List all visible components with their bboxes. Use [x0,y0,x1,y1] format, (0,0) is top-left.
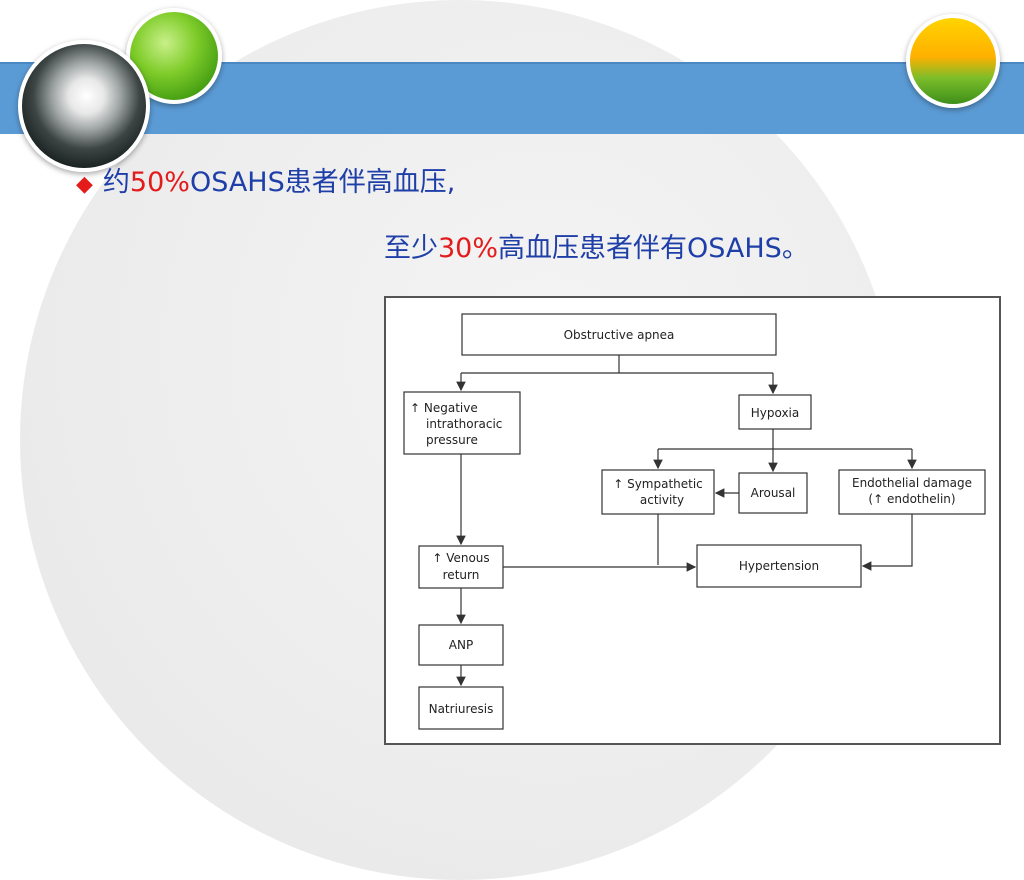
edge-apnea-split [461,355,773,374]
label-endothelial-1: Endothelial damage [852,476,972,490]
label-negative-3: pressure [426,433,478,447]
line2-percent: 30% [438,233,499,264]
green-orb-icon [126,8,222,104]
box-negative-pressure [403,391,521,455]
edge-endothelial-hypertension [861,514,913,571]
label-sympathetic-1: ↑ Sympathetic [613,477,703,491]
line1-suffix: OSAHS患者伴高血压, [189,167,456,198]
label-anp: ANP [449,638,473,652]
box-hypertension [696,544,862,588]
label-arousal: Arousal [751,486,796,500]
statement-line-1: ◆ 约50%OSAHS患者伴高血压, [76,160,455,199]
dandelion-orb-icon [18,40,150,172]
line2-suffix: 高血压患者伴有OSAHS。 [498,233,809,264]
edge-hypoxia-split [658,429,912,450]
label-negative-2: intrathoracic [426,417,502,431]
line1-percent: 50% [129,167,190,198]
diamond-bullet-icon: ◆ [76,172,93,197]
box-hypoxia [738,394,812,430]
label-venous-2: return [443,568,480,582]
label-hypoxia: Hypoxia [751,406,800,420]
line2-prefix: 至少 [384,233,438,264]
header-band-edge [0,62,1024,64]
tulip-orb-icon [906,14,1000,108]
line1-prefix: 约 [102,167,130,198]
flowchart: Obstructive apnea ↑ Negative intrathorac… [403,313,986,730]
label-sympathetic-2: activity [640,493,684,507]
label-endothelial-2: (↑ endothelin) [868,492,955,506]
label-negative-1: ↑ Negative [410,401,478,415]
statement-line-2: 至少30%高血压患者伴有OSAHS。 [384,226,809,265]
flowchart-frame: Obstructive apnea ↑ Negative intrathorac… [384,296,1001,745]
label-obstructive-apnea: Obstructive apnea [564,328,675,342]
box-natriuresis [418,686,504,730]
label-venous-1: ↑ Venous [432,551,489,565]
label-hypertension: Hypertension [739,559,819,573]
label-natriuresis: Natriuresis [429,702,494,716]
